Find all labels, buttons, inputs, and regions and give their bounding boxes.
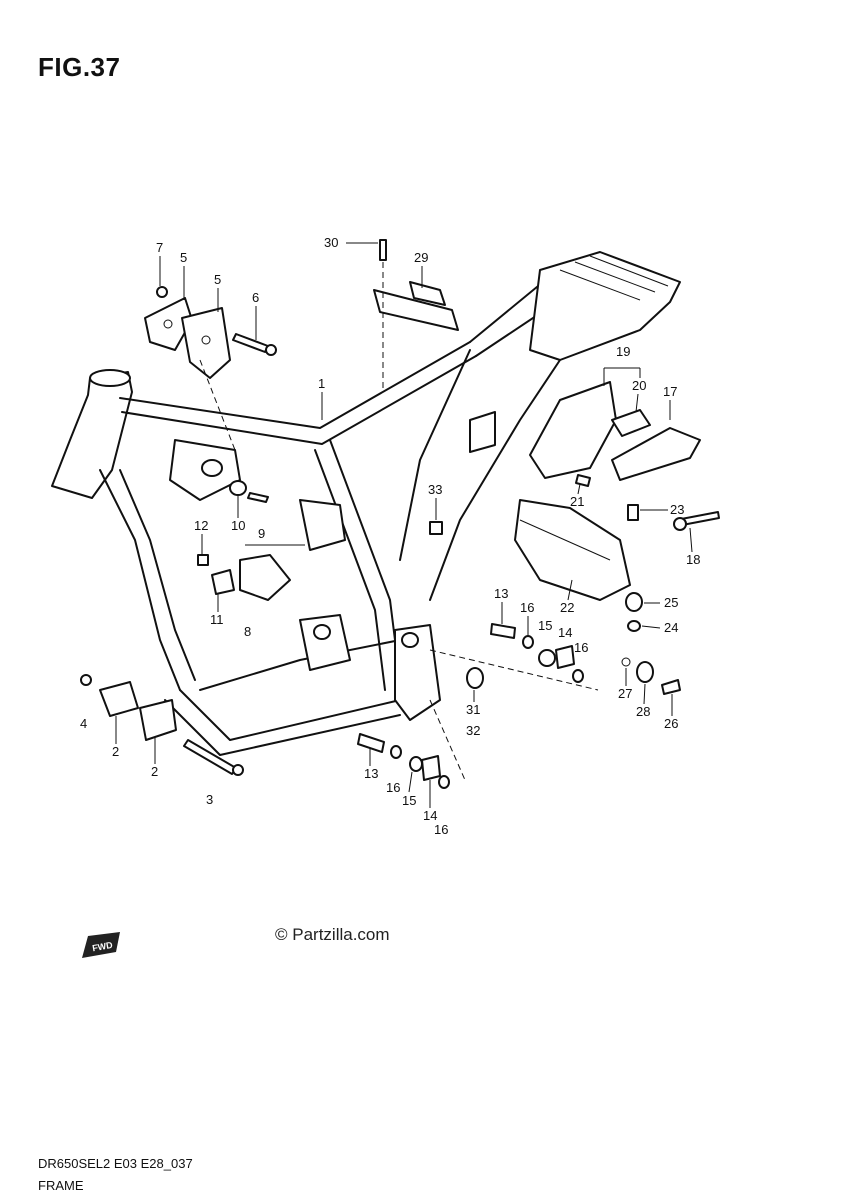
lower-guard-plates — [80, 674, 244, 776]
callout-7: 7 — [156, 240, 163, 255]
callout-15b: 15 — [402, 793, 416, 808]
callout-25: 25 — [664, 595, 678, 610]
callout-16a: 16 — [520, 600, 534, 615]
callout-1: 1 — [318, 376, 325, 391]
callout-32: 32 — [466, 723, 480, 738]
main-frame — [51, 251, 681, 756]
callout-14a: 14 — [558, 625, 572, 640]
model-code: DR650SEL2 E03 E28_037 — [38, 1156, 193, 1171]
callout-6: 6 — [252, 290, 259, 305]
callout-8: 8 — [244, 624, 251, 639]
top-holder — [373, 239, 459, 390]
callout-13b: 13 — [364, 766, 378, 781]
rear-fender-parts — [514, 381, 701, 601]
callout-18: 18 — [686, 552, 700, 567]
middle-mount-parts — [197, 480, 305, 601]
figure-title: FIG.37 — [38, 52, 121, 82]
callout-29: 29 — [414, 250, 428, 265]
callout-16c: 16 — [386, 780, 400, 795]
callout-5b: 5 — [214, 272, 221, 287]
fwd-icon-label: FWD — [91, 940, 113, 953]
callout-5a: 5 — [180, 250, 187, 265]
callout-21: 21 — [570, 494, 584, 509]
callout-2b: 2 — [151, 764, 158, 779]
callout-31: 31 — [466, 702, 480, 717]
callout-20: 20 — [632, 378, 646, 393]
callout-23: 23 — [670, 502, 684, 517]
callout-10: 10 — [231, 518, 245, 533]
callout-19: 19 — [616, 344, 630, 359]
callout-16b: 16 — [574, 640, 588, 655]
callout-27: 27 — [618, 686, 632, 701]
callout-24: 24 — [664, 620, 678, 635]
callout-9: 9 — [258, 526, 265, 541]
right-side-hardware — [621, 504, 720, 695]
forward-direction-icon: FWD — [82, 932, 120, 958]
callout-16d: 16 — [434, 822, 448, 837]
copyright-watermark: © Partzilla.com — [275, 925, 390, 944]
callout-14b: 14 — [423, 808, 437, 823]
callout-3: 3 — [206, 792, 213, 807]
callout-33: 33 — [428, 482, 442, 497]
callout-22: 22 — [560, 600, 574, 615]
callout-11: 11 — [210, 612, 224, 627]
callout-15a: 15 — [538, 618, 552, 633]
callout-labels: 1 2 2 3 4 5 5 6 7 8 9 10 11 12 13 13 14 … — [80, 235, 700, 837]
pivot-hardware — [357, 521, 599, 789]
callout-26: 26 — [664, 716, 678, 731]
engine-mount-brackets — [144, 286, 277, 451]
section-name: FRAME — [38, 1178, 84, 1193]
callout-4: 4 — [80, 716, 87, 731]
callout-13a: 13 — [494, 586, 508, 601]
callout-12: 12 — [194, 518, 208, 533]
callout-28: 28 — [636, 704, 650, 719]
callout-2a: 2 — [112, 744, 119, 759]
callout-17: 17 — [663, 384, 677, 399]
callout-30: 30 — [324, 235, 338, 250]
